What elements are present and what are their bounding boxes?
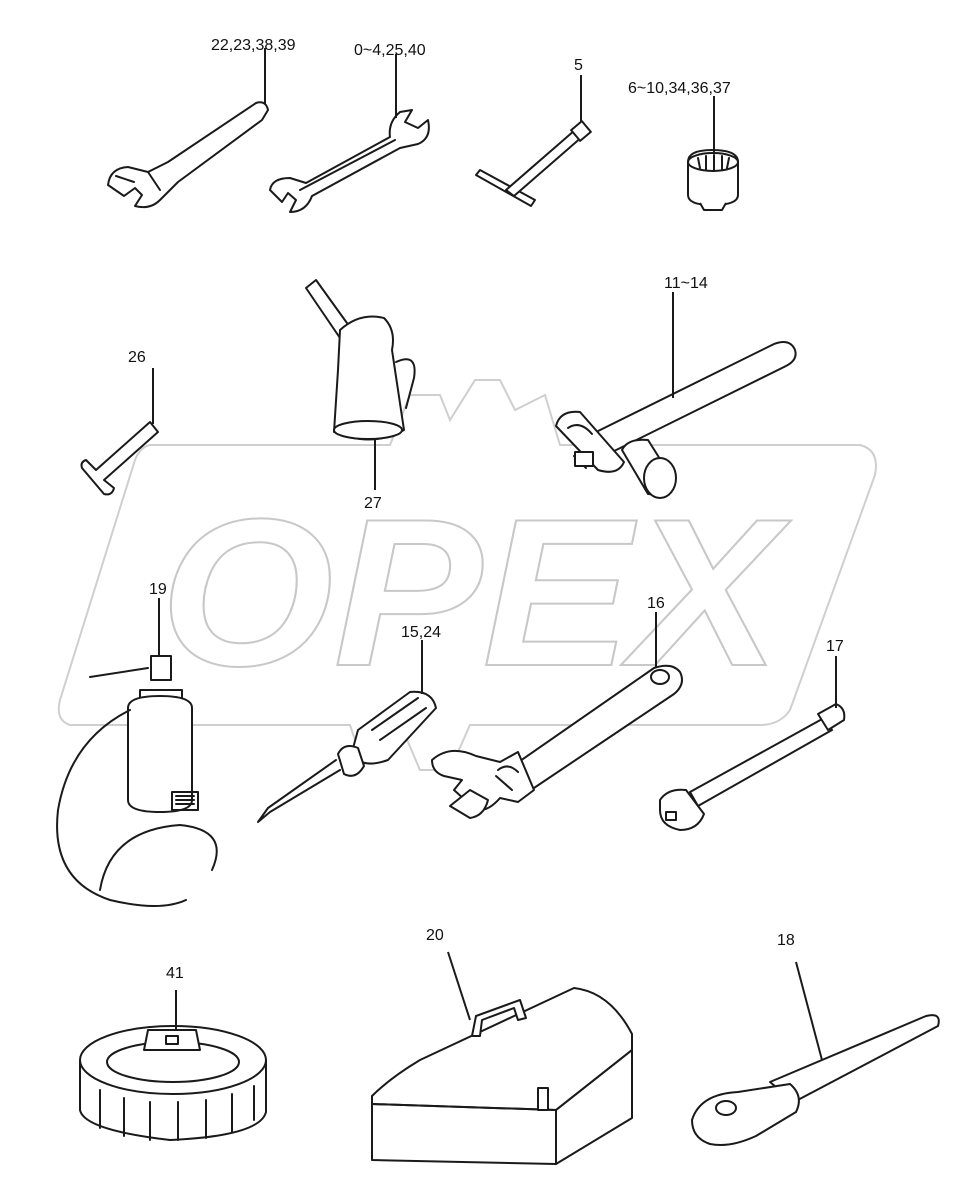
label-oil-can: 27 — [364, 495, 382, 512]
label-hammer: 11~14 — [664, 275, 708, 292]
watermark: OPEX — [57, 379, 877, 771]
double-open-end-wrench-icon — [269, 54, 430, 213]
label-screwdriver: 15,24 — [401, 624, 441, 641]
label-socket: 6~10,34,36,37 — [628, 80, 731, 97]
label-extension-bar: 17 — [826, 638, 844, 655]
label-hex-key: 26 — [128, 349, 146, 366]
tool-box-icon — [371, 951, 633, 1165]
t-handle-wrench-icon — [475, 75, 592, 207]
socket-icon — [687, 96, 739, 211]
label-double-open-end-wrench: 0~4,25,40 — [354, 42, 426, 59]
label-t-handle-wrench: 5 — [574, 57, 583, 74]
label-grease-gun: 19 — [149, 581, 167, 598]
label-tool-box: 20 — [426, 927, 444, 944]
oil-can-icon — [305, 279, 416, 490]
watermark-logo: OPEX — [160, 475, 792, 710]
hammer-icon — [555, 292, 797, 499]
label-ratchet-handle: 18 — [777, 932, 795, 949]
label-filter-wrench: 41 — [166, 965, 184, 982]
screwdriver-icon — [257, 640, 437, 823]
label-adjustable-wrench: 16 — [647, 595, 665, 612]
adjustable-wrench-icon — [431, 612, 683, 819]
extension-bar-icon — [659, 656, 846, 831]
open-end-wrench-icon — [107, 48, 269, 209]
ratchet-handle-icon — [691, 961, 940, 1146]
hex-key-icon — [80, 368, 159, 496]
filter-wrench-icon — [79, 990, 267, 1141]
grease-gun-icon — [56, 598, 218, 907]
label-open-end-wrench: 22,23,38,39 — [211, 37, 296, 54]
